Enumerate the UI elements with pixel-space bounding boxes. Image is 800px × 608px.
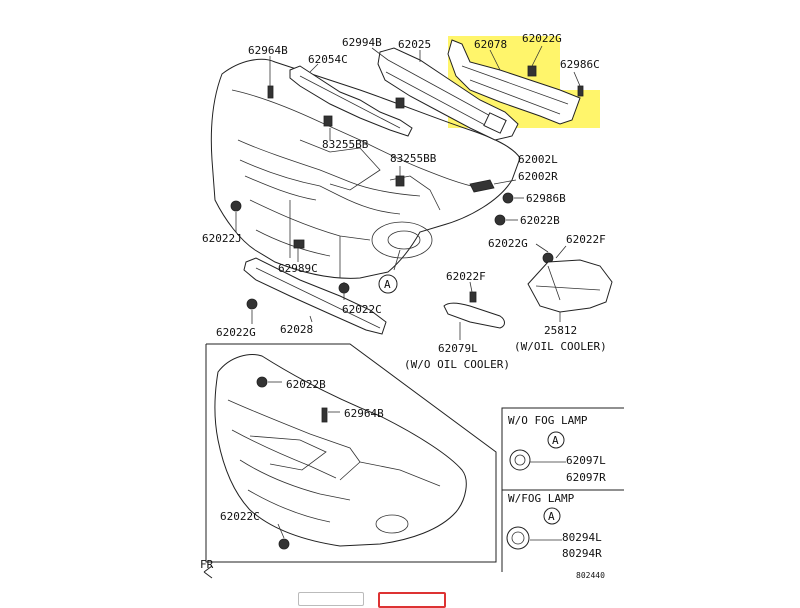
- label-62986c: 62986C: [560, 58, 600, 71]
- label-80294r: 80294R: [562, 547, 602, 560]
- part-62054c-bracket: [289, 65, 413, 137]
- label-62964b-top: 62964B: [248, 44, 288, 57]
- fog-lamp-boxes: [501, 407, 624, 572]
- diagram-code: 802440: [576, 571, 605, 580]
- label-62022j: 62022J: [202, 232, 242, 245]
- fr-arrow-icon: [203, 565, 213, 579]
- label-62022c-mid: 62022C: [342, 303, 382, 316]
- ref-a-main: A: [384, 278, 391, 291]
- part-62025-beam: [377, 47, 519, 141]
- ref-a-no-fog: A: [552, 434, 559, 447]
- fog-none-title: W/O FOG LAMP: [508, 414, 588, 427]
- bottom-button-left[interactable]: [298, 592, 364, 606]
- inset-bumper-cover: [214, 354, 467, 550]
- label-62078: 62078: [474, 38, 507, 51]
- label-83255bb-b: 83255BB: [390, 152, 437, 165]
- label-62002l: 62002L: [518, 153, 558, 166]
- label-62022c-inset: 62022C: [220, 510, 260, 523]
- label-62022g-top: 62022G: [522, 32, 562, 45]
- label-25812: 25812: [544, 324, 577, 337]
- label-62025: 62025: [398, 38, 431, 51]
- label-62022g-mid: 62022G: [488, 237, 528, 250]
- part-62079l-reflector: [443, 302, 505, 329]
- label-62989c: 62989C: [278, 262, 318, 275]
- inset-frame: [205, 343, 497, 563]
- part-62078-undercover: [447, 39, 581, 125]
- note-with-oil-cooler: (W/OIL COOLER): [514, 340, 607, 353]
- label-62079l: 62079L: [438, 342, 478, 355]
- label-62022f-mid: 62022F: [446, 270, 486, 283]
- fog-with-title: W/FOG LAMP: [508, 492, 575, 505]
- part-62028-lower-strip: [243, 257, 387, 335]
- label-62986b: 62986B: [526, 192, 566, 205]
- label-62028: 62028: [280, 323, 313, 336]
- bottom-button-right[interactable]: [378, 592, 446, 608]
- label-62022b-right: 62022B: [520, 214, 560, 227]
- label-62022g-left: 62022G: [216, 326, 256, 339]
- label-62002r: 62002R: [518, 170, 558, 183]
- label-62964b-inset: 62964B: [344, 407, 384, 420]
- note-without-oil-cooler: (W/O OIL COOLER): [404, 358, 510, 371]
- ref-a-circle-main: [378, 274, 398, 294]
- label-83255bb-a: 83255BB: [322, 138, 369, 151]
- fastener-clips: [230, 65, 609, 310]
- label-62097l: 62097L: [566, 454, 606, 467]
- leader-lines: [235, 45, 581, 340]
- label-62022b-inset: 62022B: [286, 378, 326, 391]
- label-62022f-right: 62022F: [566, 233, 606, 246]
- label-62054c: 62054C: [308, 53, 348, 66]
- fr-label: FR: [200, 558, 214, 571]
- label-62097r: 62097R: [566, 471, 606, 484]
- ref-a-with-fog: A: [548, 510, 555, 523]
- label-62994b: 62994B: [342, 36, 382, 49]
- part-25812-duct: [527, 259, 613, 313]
- label-80294l: 80294L: [562, 531, 602, 544]
